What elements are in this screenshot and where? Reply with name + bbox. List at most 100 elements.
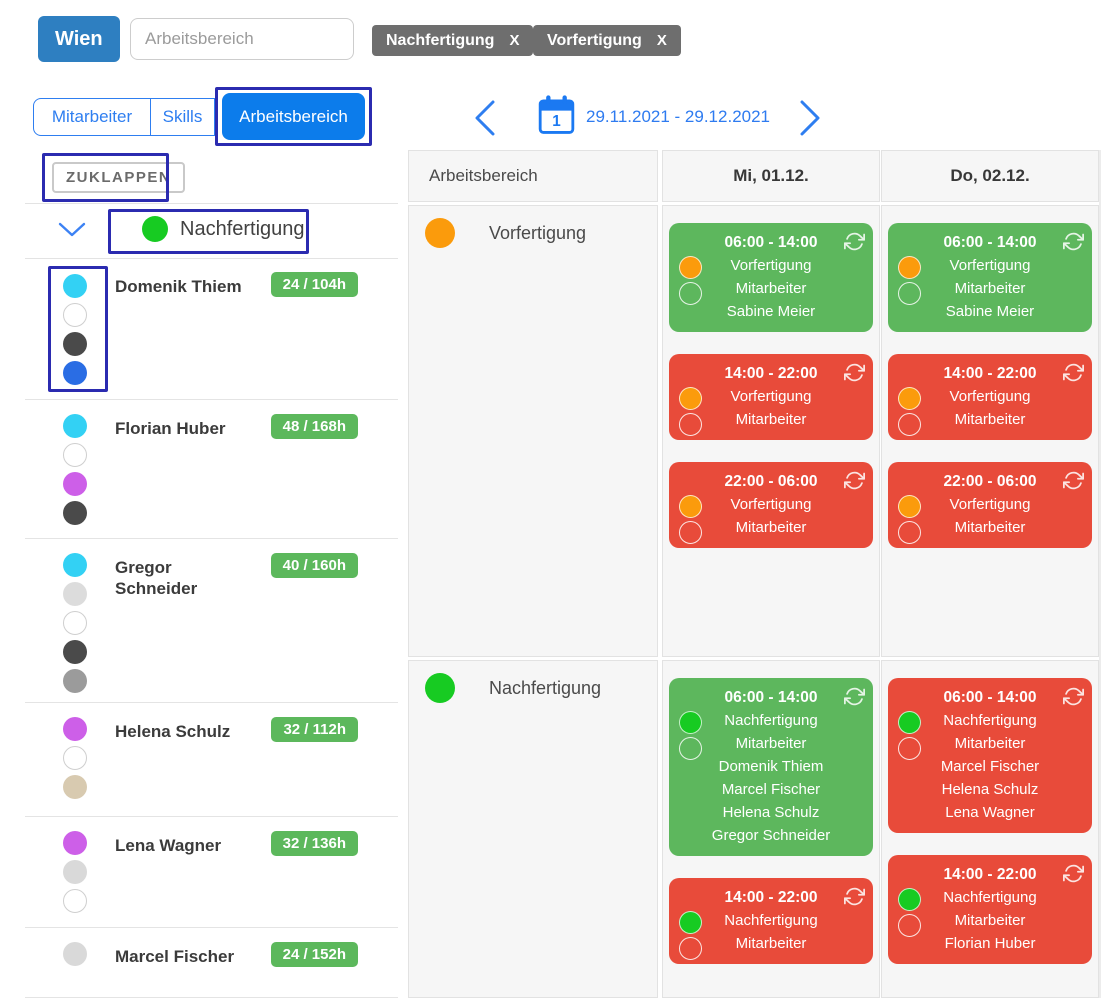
chevron-left-icon[interactable] <box>470 98 500 138</box>
shift-role-circle <box>898 413 921 436</box>
skill-dot <box>63 611 87 635</box>
employee-row-main: Lena Wagner 32 / 136h <box>115 817 358 856</box>
region-button[interactable]: Wien <box>38 16 120 62</box>
shift-role-circle <box>679 937 702 960</box>
shift-role-label: Mitarbeiter <box>954 519 1026 536</box>
divider <box>25 203 398 204</box>
shift-role-circle <box>679 282 702 305</box>
skill-dot <box>63 746 87 770</box>
divider <box>25 258 398 259</box>
recurring-icon <box>1063 471 1084 490</box>
shift-time: 06:00 - 14:00 <box>724 689 818 706</box>
next-day-column-sliver <box>1099 150 1101 998</box>
employee-row-main: Marcel Fischer 24 / 152h <box>115 928 358 967</box>
assigned-employee: Helena Schulz <box>722 804 820 821</box>
skill-dot <box>63 414 87 438</box>
shift-role-label: Mitarbeiter <box>954 735 1026 752</box>
svg-text:1: 1 <box>552 113 561 130</box>
tab-mitarbeiter[interactable]: Mitarbeiter <box>33 98 151 136</box>
group-color-dot <box>142 216 168 242</box>
shift-role-circle <box>898 282 921 305</box>
skill-dot <box>63 443 87 467</box>
skill-dot <box>63 472 87 496</box>
shift-area-dot <box>679 495 702 518</box>
date-range-label[interactable]: 29.11.2021 - 29.12.2021 <box>586 107 771 126</box>
group-label[interactable]: Nachfertigung <box>180 218 305 240</box>
tab-arbeitsbereich[interactable]: Arbeitsbereich <box>222 93 365 140</box>
chip-remove-icon[interactable]: X <box>509 32 520 49</box>
skill-dot <box>63 640 87 664</box>
shift-area-dot <box>898 256 921 279</box>
skill-dot <box>63 303 87 327</box>
shift-time: 06:00 - 14:00 <box>943 689 1037 706</box>
employee-name: Gregor Schneider <box>115 558 198 598</box>
recurring-icon <box>844 232 865 251</box>
shift-area-dot <box>679 256 702 279</box>
employee-name: Lena Wagner <box>115 836 222 855</box>
shift-area-label: Vorfertigung <box>730 388 812 405</box>
shift-role-label: Mitarbeiter <box>735 935 807 952</box>
employee-name: Marcel Fischer <box>115 947 235 966</box>
recurring-icon <box>1063 363 1084 382</box>
recurring-icon <box>844 687 865 706</box>
skill-dot <box>63 831 87 855</box>
recurring-icon <box>844 471 865 490</box>
shift-role-label: Mitarbeiter <box>954 411 1026 428</box>
skill-dot-column <box>63 553 87 693</box>
skill-dot <box>63 889 87 913</box>
shift-area-dot <box>679 387 702 410</box>
search-input[interactable] <box>130 18 354 60</box>
shift-area-label: Vorfertigung <box>949 257 1031 274</box>
hours-badge: 32 / 136h <box>270 831 358 856</box>
collapse-button[interactable]: ZUKLAPPEN <box>52 162 186 193</box>
shift-time: 14:00 - 22:00 <box>724 365 818 382</box>
assigned-employee: Marcel Fischer <box>940 758 1040 775</box>
tab-skills[interactable]: Skills <box>150 98 215 136</box>
chip-remove-icon[interactable]: X <box>656 32 667 49</box>
assigned-employee: Florian Huber <box>944 935 1036 952</box>
skill-dot <box>63 775 87 799</box>
filter-chip-vorfertigung[interactable]: Vorfertigung X <box>533 25 681 56</box>
skill-dot <box>63 332 87 356</box>
shift-area-dot <box>679 711 702 734</box>
shift-time: 22:00 - 06:00 <box>943 473 1037 490</box>
hours-badge: 32 / 112h <box>271 717 358 742</box>
chevron-right-icon[interactable] <box>795 98 825 138</box>
area-color-dot <box>425 218 455 248</box>
hours-badge: 24 / 152h <box>270 942 358 967</box>
skill-dot-column <box>63 274 87 385</box>
chevron-down-icon[interactable] <box>57 221 87 238</box>
employee-row[interactable]: Lena Wagner 32 / 136h <box>25 817 398 928</box>
area-row-label: Vorfertigung <box>408 205 658 657</box>
recurring-icon <box>844 887 865 906</box>
shift-time: 22:00 - 06:00 <box>724 473 818 490</box>
skill-dot <box>63 553 87 577</box>
shift-role-circle <box>898 914 921 937</box>
filter-chip-nachfertigung[interactable]: Nachfertigung X <box>372 25 534 56</box>
recurring-icon <box>844 363 865 382</box>
assigned-employee: Sabine Meier <box>726 303 816 320</box>
shift-role-label: Mitarbeiter <box>735 280 807 297</box>
calendar-icon[interactable]: 1 <box>538 94 575 136</box>
employee-row[interactable]: Marcel Fischer 24 / 152h <box>25 928 398 998</box>
shift-role-label: Mitarbeiter <box>954 912 1026 929</box>
